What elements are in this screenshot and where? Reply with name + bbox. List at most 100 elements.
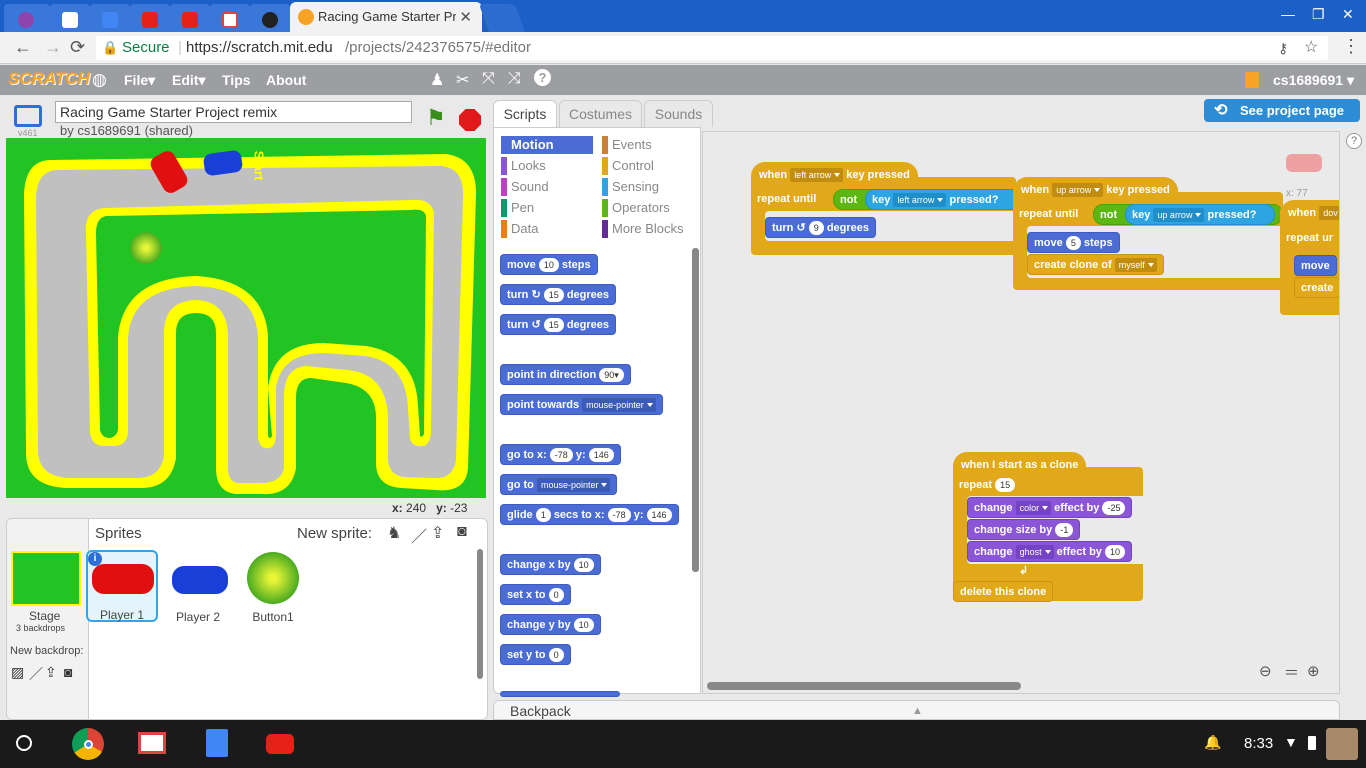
block-repeat-until[interactable]: repeat ur [1286, 232, 1334, 244]
youtube-taskbar-icon[interactable] [266, 734, 294, 754]
hat-when-key-pressed[interactable]: when left arrow key pressed [751, 162, 918, 186]
expand-arrow-icon[interactable]: ▲ [912, 705, 923, 717]
pinned-tab[interactable] [50, 4, 90, 32]
see-project-page-button[interactable]: ⟲ See project page [1204, 99, 1360, 122]
category-sensing[interactable]: Sensing [602, 178, 659, 196]
new-tab-button[interactable] [478, 4, 526, 32]
button1-sprite[interactable] [130, 232, 162, 264]
account-menu[interactable]: cs1689691 ▾ [1273, 72, 1354, 88]
tab-sounds[interactable]: Sounds [644, 100, 713, 127]
zoom-in-icon[interactable]: ⊕ [1307, 663, 1320, 680]
sprite-player1[interactable]: i Player 1 [86, 550, 158, 622]
block-change-effect[interactable]: change ghost effect by 10 [967, 541, 1132, 562]
close-window-icon[interactable]: ✕ [1342, 6, 1354, 22]
sprite-player2[interactable]: Player 2 [162, 550, 234, 624]
block-glide[interactable]: glide 1 secs to x: -78 y: 146 [500, 504, 679, 525]
block-change-size[interactable]: change size by -1 [967, 519, 1081, 540]
block-repeat-until[interactable]: repeat until [1019, 208, 1079, 220]
block-turn-left[interactable]: turn ↺ 15 degrees [500, 314, 617, 335]
camera-icon[interactable]: ◙ [64, 664, 73, 680]
stop-sign-icon[interactable] [459, 109, 481, 131]
category-events[interactable]: Events [602, 136, 652, 154]
block-point-towards[interactable]: point towards mouse-pointer [500, 394, 663, 415]
shrink-icon[interactable]: ⤨ [508, 70, 521, 87]
block-create-clone[interactable]: create [1294, 277, 1339, 298]
category-looks[interactable]: Looks [501, 157, 546, 175]
script-area[interactable]: when left arrow key pressed repeat until… [702, 131, 1340, 694]
grow-icon[interactable]: ⤧ [482, 70, 495, 87]
active-browser-tab[interactable]: Racing Game Starter Project remix ✕ [290, 2, 482, 32]
block-key-pressed[interactable]: key left arrow pressed? [865, 189, 1025, 210]
category-sound[interactable]: Sound [501, 178, 549, 196]
docs-taskbar-icon[interactable] [206, 729, 228, 757]
clock[interactable]: 8:33 [1244, 735, 1274, 752]
block-goto-xy[interactable]: go to x: -78 y: 146 [500, 444, 621, 465]
stage-thumbnail-pane[interactable]: Stage 3 backdrops New backdrop: ▨ ／ ⇪ ◙ [7, 519, 89, 719]
block-change-effect[interactable]: change color effect by -25 [967, 497, 1133, 518]
brush-icon[interactable]: ／ [29, 666, 43, 682]
backpack-bar[interactable]: Backpack ▲ [493, 700, 1340, 720]
avatar[interactable] [1326, 728, 1358, 760]
edit-menu[interactable]: Edit▾ [172, 72, 206, 88]
chrome-menu-icon[interactable]: ⋮ [1342, 36, 1360, 56]
green-flag-icon[interactable]: ⚑ [426, 105, 446, 130]
hat-when-clone-starts[interactable]: when I start as a clone [953, 452, 1087, 476]
tab-close-icon[interactable]: ✕ [459, 9, 472, 26]
pinned-tab[interactable] [250, 4, 290, 32]
sprite-library-icon[interactable]: ♞ [387, 525, 402, 542]
block-turn-right[interactable]: turn ↻ 15 degrees [500, 284, 617, 305]
globe-icon[interactable]: ◍ [92, 70, 107, 89]
battery-icon[interactable] [1308, 736, 1316, 750]
fullscreen-icon[interactable] [14, 105, 42, 127]
block-goto[interactable]: go to mouse-pointer [500, 474, 618, 495]
block-key-pressed[interactable]: key up arrow pressed? [1125, 204, 1275, 225]
pinned-tab[interactable] [4, 4, 50, 32]
bookmark-star-icon[interactable]: ☆ [1304, 39, 1319, 56]
hat-when-key-pressed[interactable]: when dov [1280, 200, 1339, 224]
block-change-x[interactable]: change x by 10 [500, 554, 601, 575]
minimize-icon[interactable]: — [1281, 6, 1295, 22]
block-partial[interactable] [500, 691, 620, 697]
tab-costumes[interactable]: Costumes [559, 100, 642, 127]
about-menu[interactable]: About [266, 72, 307, 88]
pinned-tab[interactable] [90, 4, 130, 32]
block-delete-clone[interactable]: delete this clone [953, 581, 1054, 602]
help-panel-icon[interactable]: ? [1346, 133, 1362, 149]
back-icon[interactable]: ← [14, 37, 32, 57]
sprite-button1[interactable]: Button1 [237, 550, 309, 624]
block-turn[interactable]: turn ↺ 9 degrees [765, 217, 877, 238]
key-icon[interactable]: ⚷ [1278, 40, 1289, 56]
category-pen[interactable]: Pen [501, 199, 534, 217]
category-data[interactable]: Data [501, 220, 538, 238]
hat-when-key-pressed[interactable]: when up arrow key pressed [1013, 177, 1178, 201]
paint-backdrop-icon[interactable]: ▨ [11, 664, 25, 680]
pinned-tab[interactable] [170, 4, 210, 32]
upload-sprite-icon[interactable]: ⇪ [431, 525, 445, 542]
block-move[interactable]: move 5 steps [1027, 232, 1120, 253]
stage-canvas[interactable]: Start [6, 138, 486, 498]
block-set-y[interactable]: set y to 0 [500, 644, 571, 665]
block-point-direction[interactable]: point in direction 90▾ [500, 364, 631, 385]
gmail-taskbar-icon[interactable] [138, 732, 166, 754]
notification-icon[interactable]: 🔔 [1204, 734, 1222, 750]
file-menu[interactable]: File▾ [124, 72, 156, 88]
info-icon[interactable]: i [88, 552, 102, 566]
tips-menu[interactable]: Tips [222, 72, 251, 88]
duplicate-icon[interactable]: ♟ [430, 72, 445, 89]
block-create-clone[interactable]: create clone of myself [1027, 254, 1164, 275]
zoom-out-icon[interactable]: ⊖ [1259, 663, 1272, 680]
delete-icon[interactable]: ✂ [456, 72, 470, 89]
help-icon[interactable]: ? [534, 69, 551, 86]
block-repeat-until[interactable]: repeat until [757, 193, 817, 205]
stage-thumbnail[interactable] [11, 551, 81, 606]
block-move[interactable]: move [1294, 255, 1337, 276]
palette-scrollbar[interactable] [692, 248, 699, 572]
project-title-input[interactable]: Racing Game Starter Project remix [55, 101, 412, 123]
category-operators[interactable]: Operators [602, 199, 670, 217]
block-move-steps[interactable]: move 10 steps [500, 254, 598, 275]
sprites-scrollbar[interactable] [477, 549, 483, 679]
launcher-icon[interactable] [16, 735, 32, 751]
reload-icon[interactable]: ⟳ [70, 37, 86, 57]
camera-sprite-icon[interactable]: ◙ [457, 523, 467, 540]
block-repeat[interactable]: repeat 15 [953, 475, 1021, 496]
